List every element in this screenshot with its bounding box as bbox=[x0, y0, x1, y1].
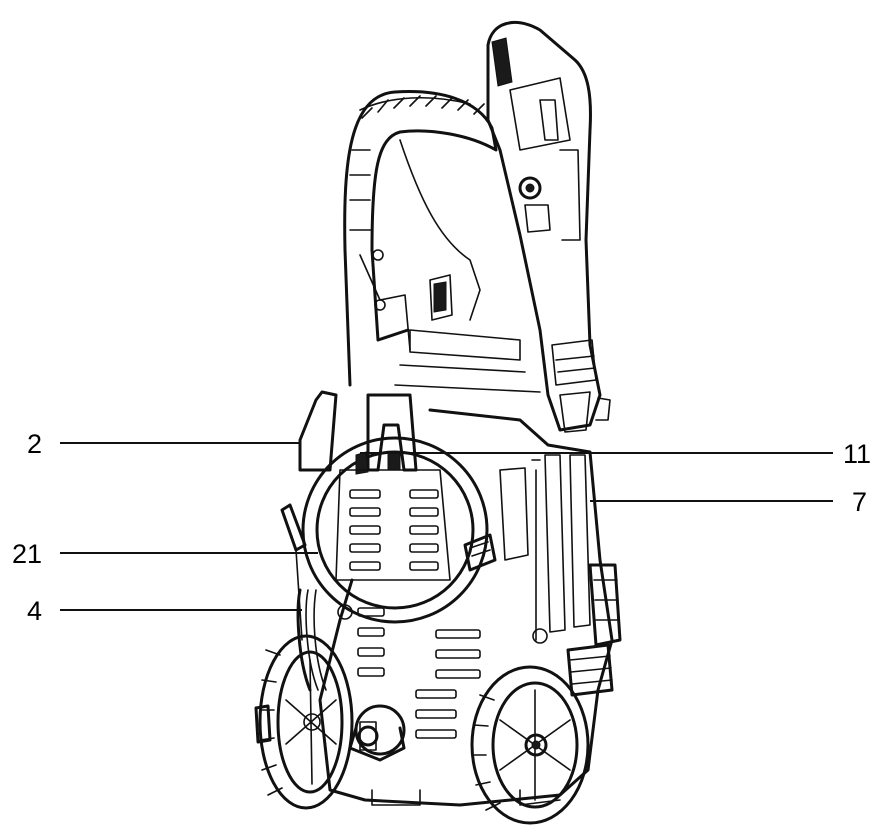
callout-label-21: 21 bbox=[12, 539, 42, 569]
callout-labels: 2 11 7 21 4 bbox=[12, 429, 871, 626]
water-inlet bbox=[348, 704, 406, 762]
left-wheel bbox=[254, 634, 354, 810]
body-vent-slots bbox=[357, 607, 481, 739]
lance-holder-lower bbox=[566, 563, 622, 697]
callout-label-4: 4 bbox=[27, 596, 42, 626]
callout-label-7: 7 bbox=[852, 487, 867, 517]
carry-handle bbox=[343, 90, 541, 393]
callout-label-2: 2 bbox=[27, 429, 42, 459]
reel-vent-slots bbox=[349, 489, 439, 571]
callout-label-11: 11 bbox=[843, 439, 871, 469]
hose-reel bbox=[298, 390, 497, 624]
pressure-washer-illustration bbox=[254, 21, 622, 825]
spray-gun bbox=[486, 21, 611, 433]
callout-leaders bbox=[60, 442, 833, 611]
main-body bbox=[318, 408, 614, 807]
right-wheel bbox=[470, 665, 590, 825]
